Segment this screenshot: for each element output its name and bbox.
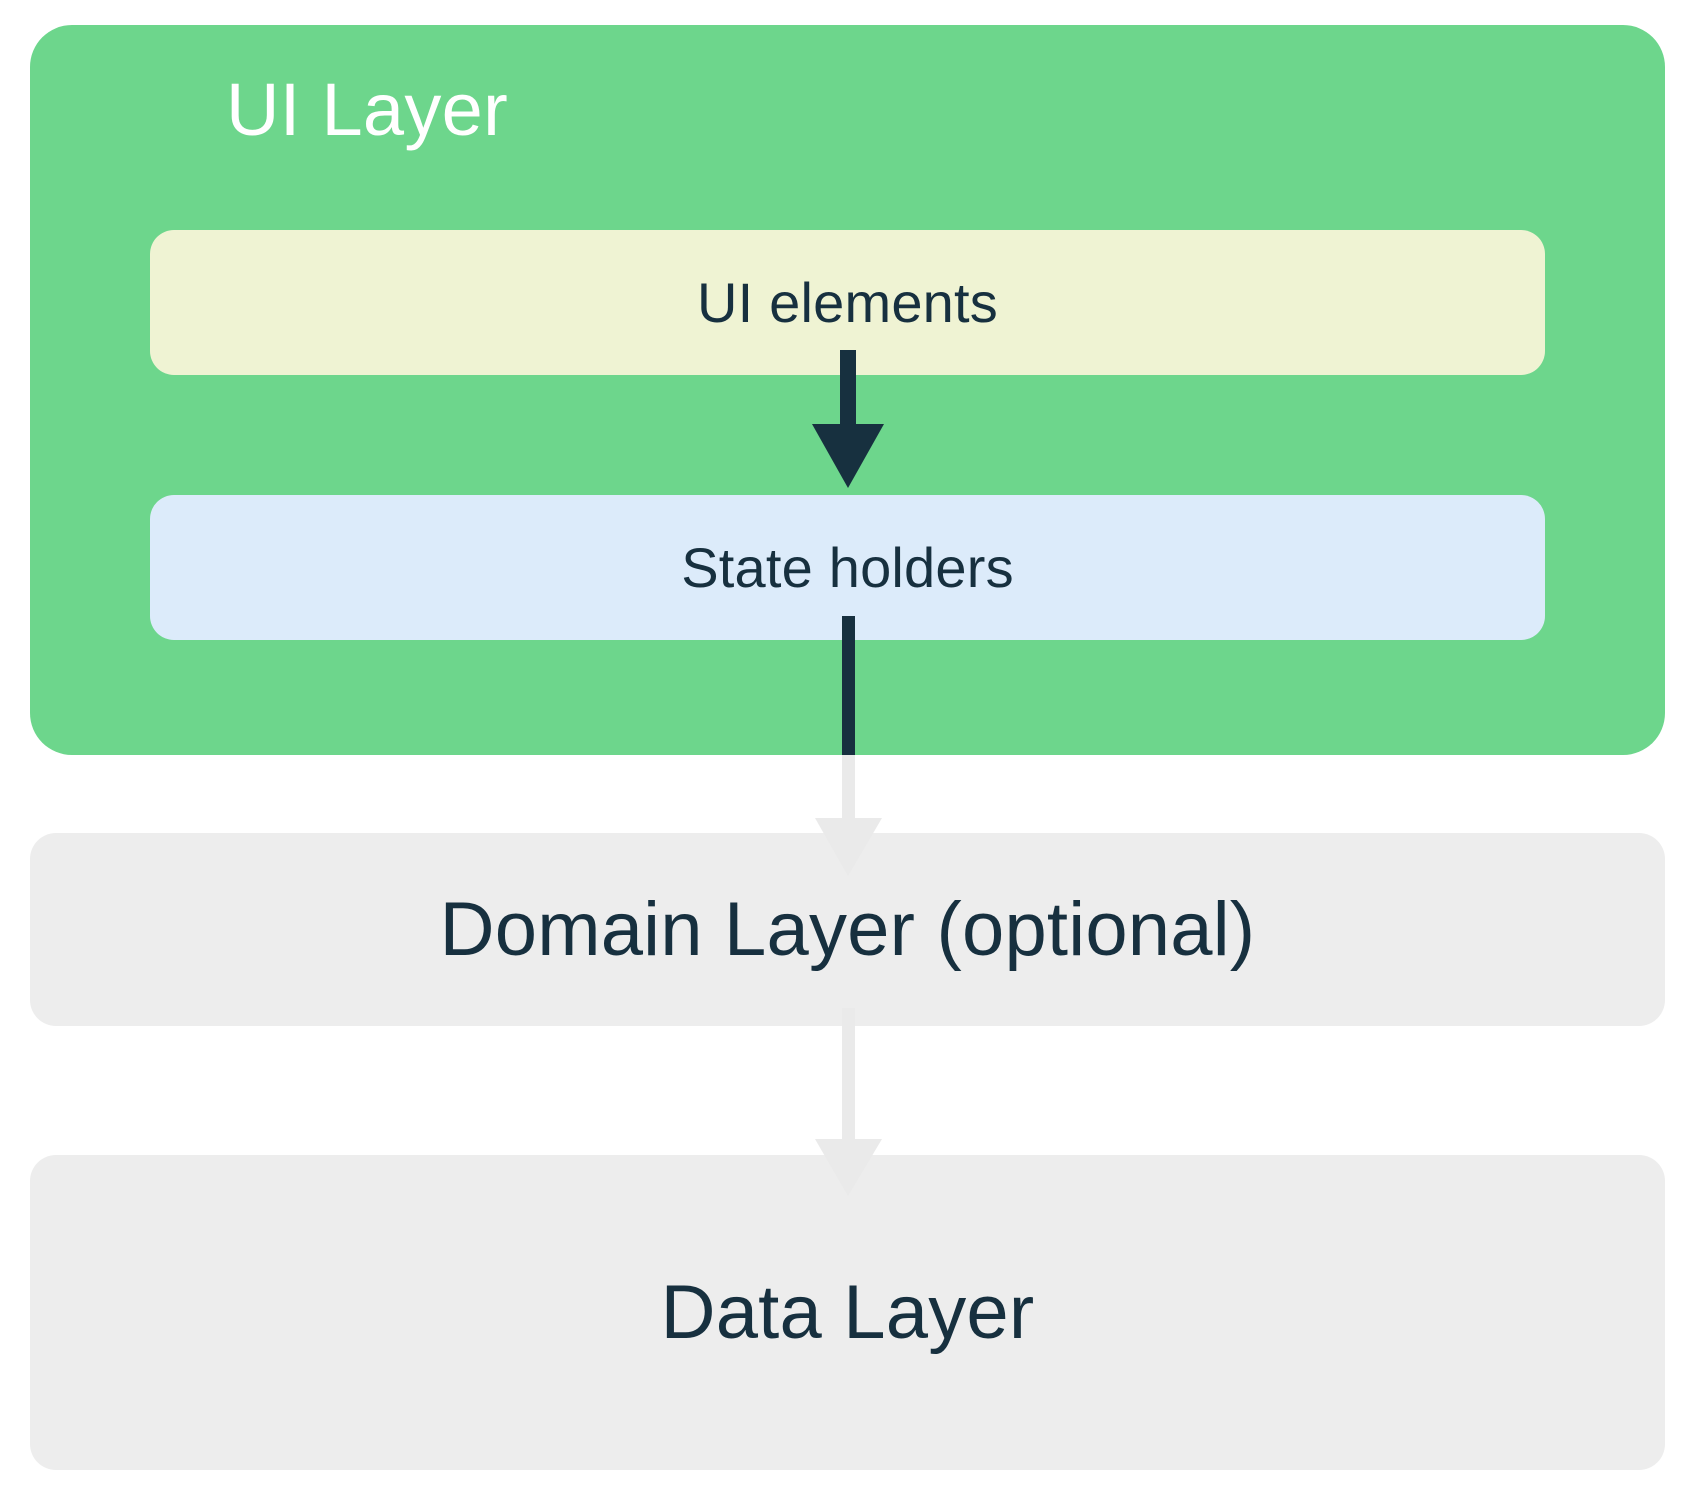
domain-layer-box: Domain Layer (optional)	[30, 833, 1665, 1026]
ui-elements-label: UI elements	[697, 271, 998, 334]
ui-layer-card: UI Layer UI elements State holders	[30, 25, 1665, 755]
state-holders-label: State holders	[681, 536, 1014, 599]
ui-layer-title: UI Layer	[226, 68, 509, 151]
data-layer-box: Data Layer	[30, 1155, 1665, 1470]
ui-elements-box: UI elements	[150, 230, 1545, 375]
state-holders-box: State holders	[150, 495, 1545, 640]
data-layer-label: Data Layer	[660, 1270, 1035, 1355]
domain-layer-label: Domain Layer (optional)	[439, 887, 1256, 972]
